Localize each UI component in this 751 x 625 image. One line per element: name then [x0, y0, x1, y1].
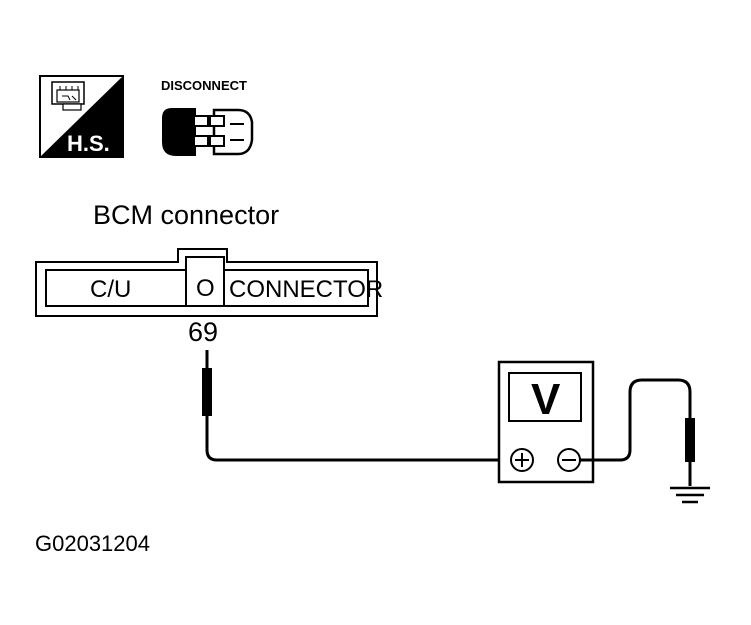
positive-terminal-icon [510, 448, 534, 472]
disconnect-connector-icon: DISCONNECT [161, 78, 254, 156]
terminal-number: 69 [188, 317, 218, 347]
figure-code: G02031204 [35, 531, 150, 556]
voltmeter-display: V [531, 375, 561, 424]
hs-icon-label: H.S. [67, 131, 110, 156]
connector-left-label: C/U [90, 276, 131, 303]
connector-right-label: CONNECTOR [229, 276, 383, 303]
connector-title: BCM connector [93, 200, 279, 230]
bcm-connector: C/U O CONNECTOR [35, 248, 383, 317]
voltmeter: V [497, 360, 595, 484]
negative-probe [580, 378, 695, 486]
ground-icon [670, 486, 710, 504]
negative-terminal-icon [557, 448, 581, 472]
positive-probe [202, 350, 510, 462]
harness-sensor-hs-icon: H.S. [39, 75, 124, 158]
connector-center-label: O [196, 275, 215, 302]
disconnect-label: DISCONNECT [161, 78, 247, 93]
